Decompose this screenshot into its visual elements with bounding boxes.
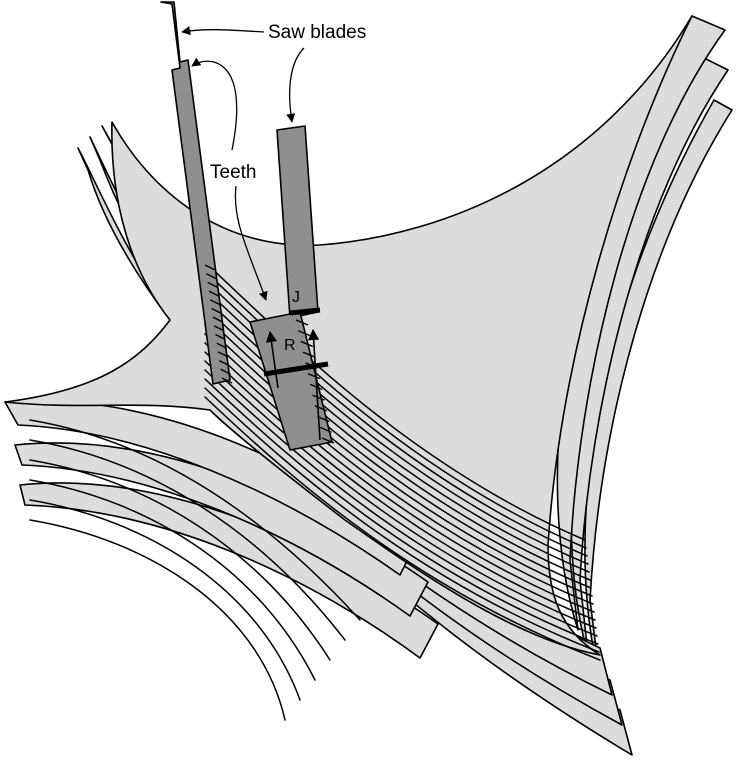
saw-tooth [215, 333, 226, 341]
teeth-label: Teeth [210, 162, 256, 183]
saw-tooth [207, 281, 218, 289]
saw-blades-label: Saw blades [268, 22, 366, 43]
fiber-line [204, 333, 594, 605]
left-blade-teeth [204, 264, 233, 384]
saw-tooth [217, 351, 229, 358]
saw-tooth [314, 405, 328, 412]
left-blade-body [160, 1, 231, 385]
teeth-leader-1 [191, 57, 238, 151]
saw-tooth [211, 307, 222, 315]
saw-blades-leader-1 [181, 26, 265, 36]
saw-tooth [307, 372, 321, 380]
ribbon-left-2 [14, 442, 429, 617]
ribbon-left-3 [19, 482, 439, 659]
fiber-line [204, 297, 590, 573]
fiber-line [204, 261, 586, 541]
saw-tooth [216, 342, 228, 349]
saw-tooth [213, 325, 225, 332]
fiber-line [204, 288, 589, 565]
muscle-fibers [29, 261, 601, 721]
up-arrow-right [308, 328, 321, 441]
fiber-line [29, 419, 361, 621]
right-blade-teeth [295, 319, 335, 444]
fiber-line [29, 479, 316, 681]
fiber-line [204, 378, 599, 645]
saw-tooth [319, 426, 332, 433]
fiber-line [204, 306, 591, 581]
fiber-line [29, 439, 346, 641]
saw-tooth [212, 316, 224, 323]
fiber-line [204, 351, 596, 621]
teeth-leader-2 [234, 185, 268, 301]
fiber-line [29, 499, 301, 701]
fiber-line [204, 396, 601, 661]
saw-tooth [205, 273, 217, 280]
saw-blades-leader-2 [286, 47, 305, 123]
left-bottom-ribbons [4, 399, 439, 659]
fiber-line [204, 360, 597, 629]
saw-tooth [321, 437, 335, 444]
fiber-line [204, 324, 593, 597]
j-label: J [292, 289, 300, 306]
saw-tooth [209, 299, 221, 306]
r-band [263, 361, 329, 377]
fiber-line [204, 387, 600, 653]
fiber-line [29, 519, 286, 721]
saw-tooth [204, 264, 216, 271]
saw-tooth [220, 368, 232, 375]
fiber-line [29, 459, 331, 661]
up-arrow-left [265, 330, 279, 389]
fiber-line [204, 270, 587, 549]
saw-tooth [221, 377, 233, 384]
saw-tooth [295, 319, 309, 326]
saw-tooth [312, 394, 325, 401]
main-sheet [4, 15, 693, 656]
left-saw-blade [160, 1, 233, 385]
j-band [289, 307, 321, 316]
saw-tooth [208, 290, 220, 297]
right-saw-blade [249, 125, 335, 451]
fiber-line [204, 342, 595, 613]
fiber-line [204, 315, 592, 589]
fiber-line [204, 369, 598, 637]
fiber-line [204, 279, 588, 557]
r-label: R [284, 337, 296, 354]
saw-tooth [302, 351, 316, 358]
saw-tooth [219, 359, 230, 367]
saw-tooth [300, 340, 313, 348]
